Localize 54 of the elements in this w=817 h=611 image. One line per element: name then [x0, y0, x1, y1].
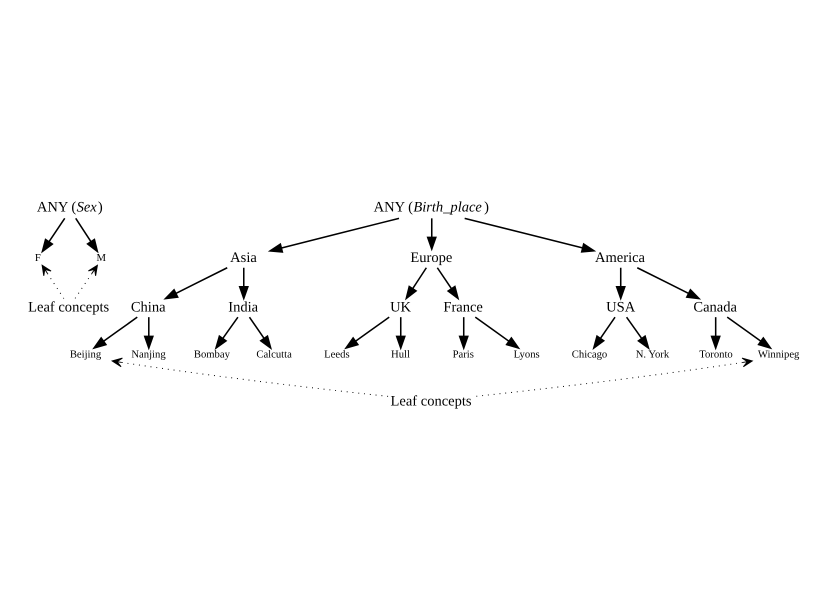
arrow — [636, 267, 702, 300]
arrow — [616, 268, 626, 301]
node-text: Hull — [391, 350, 410, 361]
node-text: N. York — [636, 350, 670, 361]
node-text: Chicago — [572, 350, 608, 361]
arrow — [474, 358, 753, 398]
node-text: Asia — [230, 250, 257, 266]
node-text: F — [34, 253, 41, 264]
node-text: India — [228, 299, 258, 316]
node-text: Leeds — [324, 350, 350, 361]
node-text: USA — [606, 299, 636, 316]
arrow — [464, 218, 596, 253]
arrow — [41, 218, 66, 254]
node-text: Nanjing — [131, 350, 166, 361]
arrow — [426, 218, 437, 252]
node-text: Bombay — [194, 350, 230, 361]
arrow — [248, 316, 272, 350]
node-text: ANY (Birth_place) — [374, 200, 489, 216]
arrow — [436, 267, 460, 300]
arrow — [710, 317, 721, 350]
node-text: Europe — [410, 250, 452, 266]
node-text: Leaf concepts — [28, 299, 110, 316]
node-text: M — [96, 253, 106, 264]
node-text: Beijing — [70, 350, 102, 361]
node-text: Paris — [452, 350, 474, 361]
node-text: Leaf concepts — [390, 393, 472, 410]
arrow — [42, 264, 64, 299]
arrow — [74, 264, 98, 299]
arrow — [344, 316, 390, 350]
node-text: ANY (Sex) — [36, 200, 103, 216]
arrow — [405, 267, 427, 300]
arrow — [396, 317, 406, 350]
arrow — [163, 267, 228, 300]
node-text: China — [130, 299, 166, 316]
node-text: Winnipeg — [758, 350, 800, 361]
node-text: Lyons — [514, 350, 540, 361]
arrow — [268, 218, 400, 253]
arrow — [214, 316, 239, 350]
node-text: UK — [390, 299, 412, 316]
arrow — [592, 316, 616, 350]
arrow — [92, 316, 138, 350]
node-text: Calcutta — [256, 350, 292, 361]
arrow — [144, 317, 154, 350]
node-text: Toronto — [699, 350, 733, 361]
arrow — [112, 358, 390, 397]
node-text: America — [595, 250, 646, 266]
arrow — [458, 317, 469, 350]
arrow — [238, 268, 249, 301]
node-text: Canada — [693, 299, 737, 316]
arrow — [474, 316, 520, 350]
arrow — [626, 316, 650, 350]
node-text: France — [443, 299, 483, 316]
arrow — [726, 316, 772, 350]
arrow — [75, 218, 99, 254]
